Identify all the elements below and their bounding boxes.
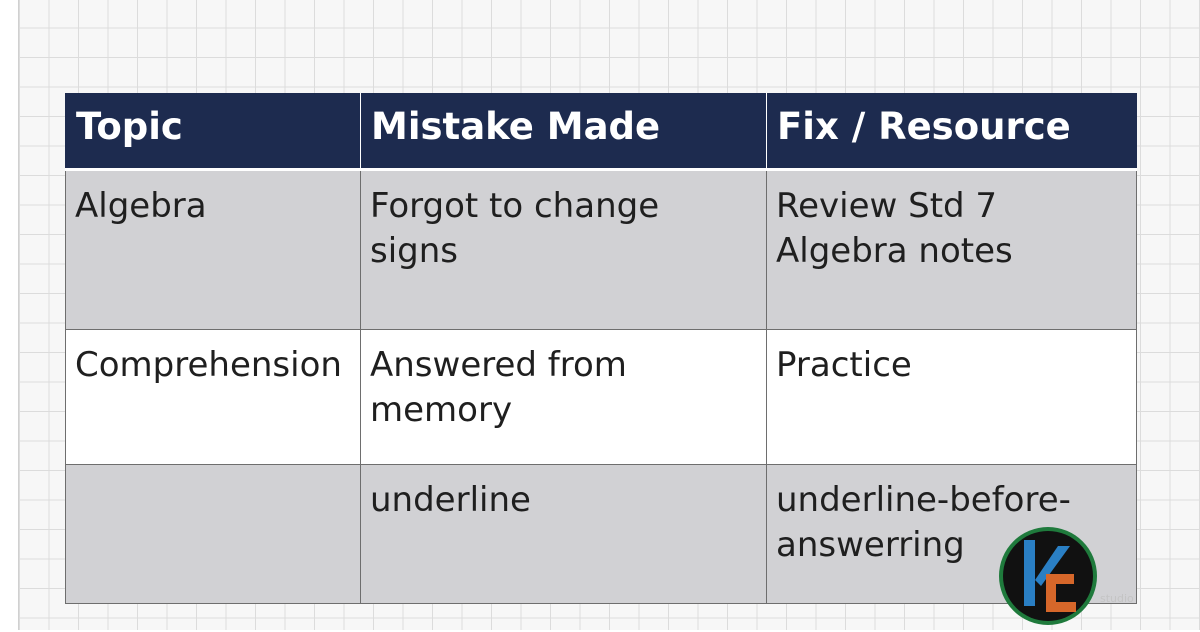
cell-mistake-text: Forgot to change signs <box>361 171 766 274</box>
cell-topic-text: Comprehension <box>75 345 342 385</box>
cell-fix-text: underline-before- answerring <box>767 465 1136 568</box>
cell-topic-text <box>66 465 360 478</box>
text-line: Review Std 7 <box>776 186 998 226</box>
cell-fix: Review Std 7 Algebra notes <box>766 169 1137 330</box>
text-line: Algebra notes <box>776 231 1013 271</box>
cell-fix-text: Review Std 7 Algebra notes <box>767 171 1136 274</box>
cell-topic: Comprehension <box>65 329 361 465</box>
cell-mistake: Forgot to change signs <box>360 169 767 330</box>
cell-topic-text: Algebra <box>75 186 207 226</box>
kc-logo-icon <box>999 527 1097 625</box>
text-line: Forgot to change <box>370 186 660 226</box>
text-line: memory <box>370 390 513 430</box>
cell-mistake-text: Answered from memory <box>361 330 766 433</box>
text-line: signs <box>370 231 459 271</box>
kc-logo <box>996 524 1100 628</box>
text-line: Practice <box>776 345 912 385</box>
table-header-row: Topic Mistake Made Fix / Resource <box>65 93 1137 171</box>
table-row: underline underline-before- answerring <box>65 464 1137 604</box>
header-topic-label: Topic <box>76 105 183 148</box>
logo-k-stem <box>1024 540 1035 606</box>
header-topic: Topic <box>65 93 361 171</box>
mistake-log-table-container: Topic Mistake Made Fix / Resource Algebr… <box>65 93 1137 604</box>
table-row: Algebra Forgot to change signs Review St… <box>65 169 1137 330</box>
header-mistake-made-label: Mistake Made <box>371 105 661 148</box>
cell-mistake: Answered from memory <box>360 329 767 465</box>
cell-fix-text: Practice <box>767 330 1136 388</box>
cell-mistake: underline <box>360 464 767 604</box>
logo-caption: studio <box>1100 592 1134 605</box>
logo-c-shape <box>1046 574 1076 612</box>
header-fix-resource: Fix / Resource <box>766 93 1137 171</box>
text-line: answerring <box>776 525 965 565</box>
table-row: Comprehension Answered from memory Pract… <box>65 329 1137 465</box>
cell-mistake-text: underline <box>361 465 766 523</box>
text-line: underline <box>370 480 531 520</box>
header-mistake-made: Mistake Made <box>360 93 767 171</box>
mistake-log-table: Topic Mistake Made Fix / Resource Algebr… <box>65 93 1137 604</box>
text-line: underline-before- <box>776 480 1071 520</box>
logo-k-arm <box>1035 546 1070 586</box>
header-fix-resource-label: Fix / Resource <box>777 105 1071 148</box>
cell-topic <box>65 464 361 604</box>
text-line: Answered from <box>370 345 627 385</box>
cell-topic: Algebra <box>65 169 361 330</box>
cell-fix: Practice <box>766 329 1137 465</box>
